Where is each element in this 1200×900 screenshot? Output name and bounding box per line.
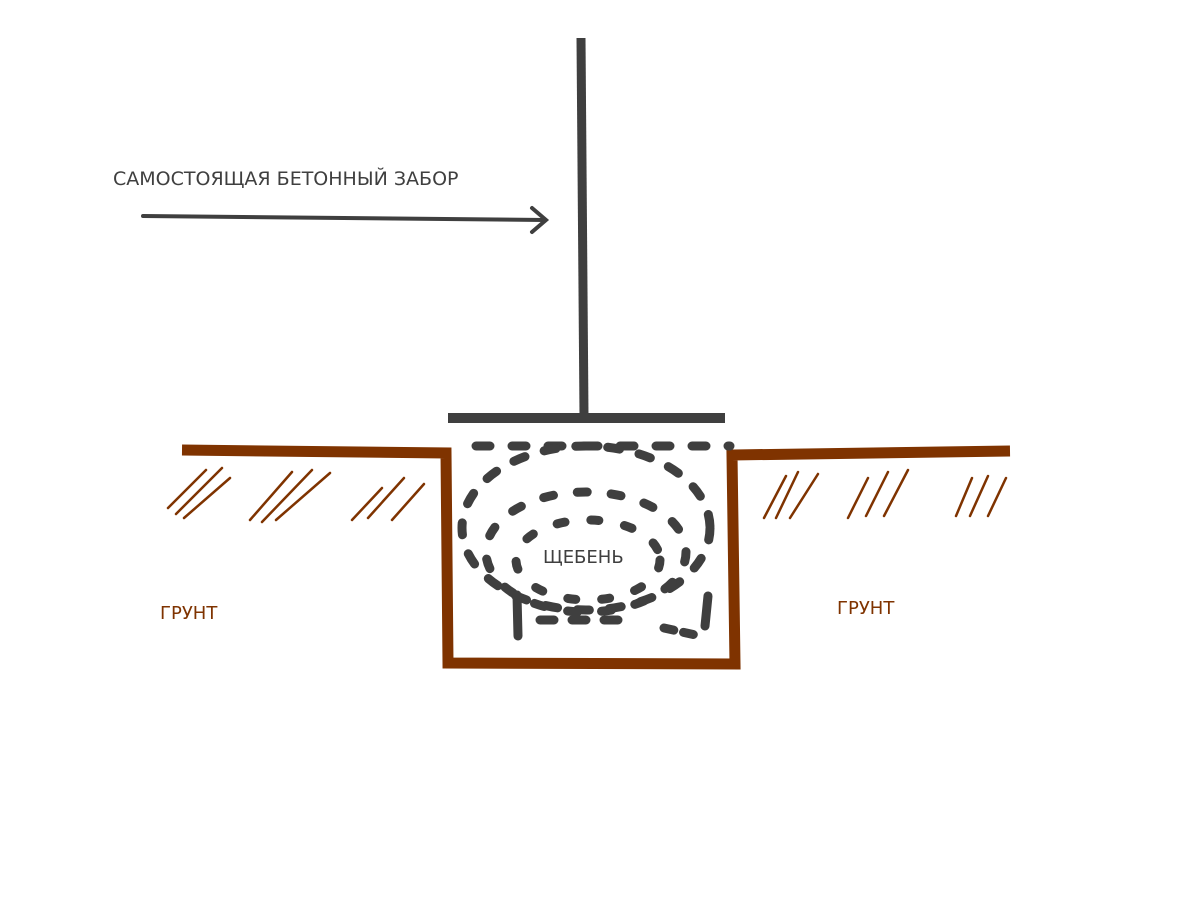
soil-hatching	[166, 466, 1008, 524]
fence-post	[448, 37, 725, 423]
soil-label-right: ГРУНТ	[837, 598, 895, 619]
arrow-icon	[141, 206, 550, 234]
trench-outline	[181, 444, 1011, 670]
gravel-label: ЩЕБЕНЬ	[521, 541, 646, 574]
fence-label: САМОСТОЯЩАЯ БЕТОННЫЙ ЗАБОР	[113, 168, 459, 190]
soil-label-left: ГРУНТ	[160, 603, 218, 624]
gravel-fill	[457, 441, 735, 641]
